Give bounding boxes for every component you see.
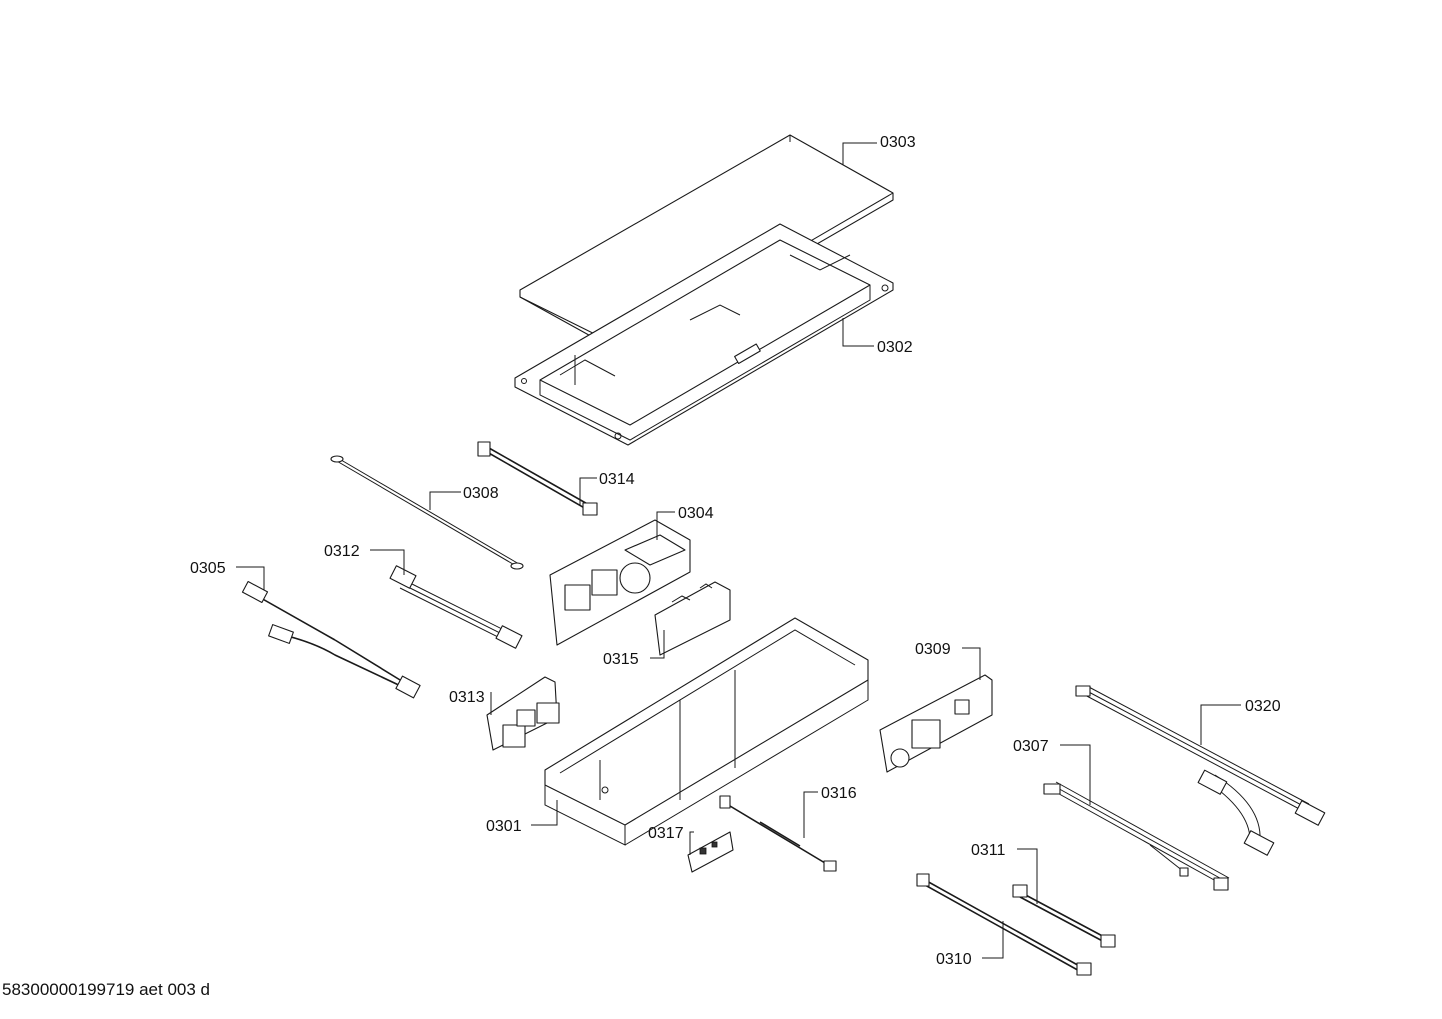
label-0304: 0304 xyxy=(678,505,714,522)
part-0315-board[interactable] xyxy=(654,581,731,656)
leader-0301 xyxy=(531,800,558,826)
label-0307: 0307 xyxy=(1013,738,1049,755)
leader-0310 xyxy=(982,921,1004,959)
leader-0308 xyxy=(429,491,461,510)
leader-0317 xyxy=(689,831,694,855)
part-0302-frame[interactable] xyxy=(514,223,894,446)
label-0312: 0312 xyxy=(324,543,360,560)
leader-0312 xyxy=(370,549,405,575)
part-0313-board[interactable] xyxy=(486,676,560,751)
leader-0315 xyxy=(650,630,665,659)
label-0316: 0316 xyxy=(821,785,857,802)
part-0304-board[interactable] xyxy=(549,519,691,646)
document-id: 58300000199719 aet 003 d xyxy=(2,980,210,999)
part-0311-ribbon[interactable] xyxy=(1012,884,1116,948)
leader-0311 xyxy=(1017,848,1038,904)
label-0313: 0313 xyxy=(449,689,485,706)
part-0312-ribbon[interactable] xyxy=(389,565,523,649)
label-0301: 0301 xyxy=(486,818,522,835)
label-0308: 0308 xyxy=(463,485,499,502)
leader-0316 xyxy=(803,791,818,838)
part-labels: 0303 0302 0314 0308 0304 0312 0305 0315 … xyxy=(190,134,1281,968)
label-0311: 0311 xyxy=(971,842,1006,859)
part-0317-board[interactable] xyxy=(687,831,734,873)
label-0314: 0314 xyxy=(599,471,635,488)
part-0314-cable[interactable] xyxy=(477,441,598,516)
leader-0302 xyxy=(842,318,874,347)
label-0309: 0309 xyxy=(915,641,951,658)
part-0301-housing[interactable] xyxy=(544,617,869,846)
label-0302: 0302 xyxy=(877,339,913,356)
part-0307-harness[interactable] xyxy=(1043,781,1230,891)
leader-0305 xyxy=(236,566,265,590)
leader-0304 xyxy=(656,511,675,540)
label-0310: 0310 xyxy=(936,951,972,968)
part-0316-cable[interactable] xyxy=(719,795,837,872)
part-0310-cable[interactable] xyxy=(916,873,1092,976)
leader-lines xyxy=(236,142,1241,959)
label-0315: 0315 xyxy=(603,651,639,668)
leader-0320 xyxy=(1200,704,1241,745)
leader-0314 xyxy=(579,477,597,505)
leader-0303 xyxy=(842,142,877,165)
label-0303: 0303 xyxy=(880,134,916,151)
part-0309-board[interactable] xyxy=(879,674,993,773)
part-0305-harness[interactable] xyxy=(241,580,421,699)
label-0305: 0305 xyxy=(190,560,226,577)
leader-0309 xyxy=(962,647,981,680)
leader-0307 xyxy=(1060,744,1091,805)
label-0317: 0317 xyxy=(648,825,684,842)
part-0308-wire[interactable] xyxy=(330,455,524,570)
part-0320-harness[interactable] xyxy=(1075,685,1326,856)
label-0320: 0320 xyxy=(1245,698,1281,715)
